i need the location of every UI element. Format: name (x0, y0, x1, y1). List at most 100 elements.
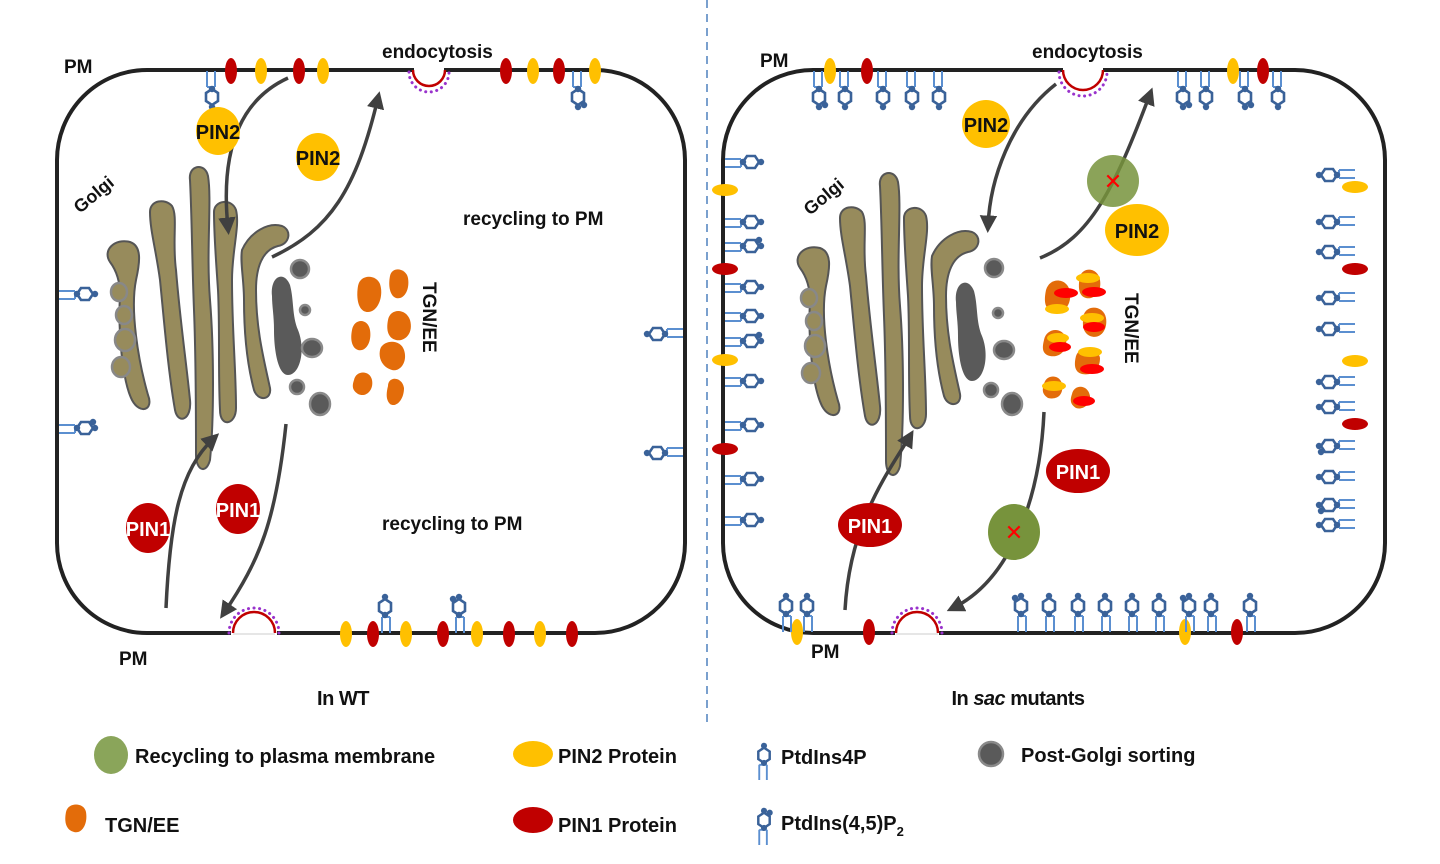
wt-recycling-pin2-label: recycling to PM (463, 209, 603, 230)
ptdins4p-lipid (723, 154, 766, 170)
sac-pin1-uptake-arrow (843, 429, 914, 611)
ptdins4p-lipid (723, 214, 766, 230)
legend-item-recycling: Recycling to plasma membrane (94, 736, 435, 774)
ptdins45p2-lipid (723, 330, 766, 349)
svg-text:PIN2: PIN2 (964, 115, 1008, 137)
wt-tgn-ee (351, 269, 411, 406)
svg-text:PIN1 Protein: PIN1 Protein (558, 815, 677, 837)
ptdins4p-lipid (1314, 399, 1357, 415)
panel-wild-type: PIN2 PIN2 PIN1 PIN1 PM PM endocytosis Go… (0, 0, 687, 710)
ptdins45p2-lipid (570, 69, 589, 112)
ptdins4p-lipid (642, 445, 685, 461)
ptdins4p-lipid (875, 69, 891, 112)
ptdins4p-lipid (723, 512, 766, 528)
pin2-protein (527, 58, 539, 84)
sac-golgi (796, 172, 980, 476)
ptdins45p2-lipid (1175, 69, 1194, 112)
sac-exocytosis-pit (890, 606, 944, 635)
ptdins4p-lipid (723, 279, 766, 295)
svg-text:PIN2: PIN2 (296, 148, 340, 170)
ptdins4p-lipid (904, 69, 920, 112)
svg-text:✕: ✕ (1005, 521, 1023, 546)
ptdins45p2-lipid (1010, 591, 1029, 634)
legend-item-pin1: PIN1 Protein (513, 807, 677, 837)
pin1-protein (293, 58, 305, 84)
ptdins4p-lipid (1151, 591, 1167, 634)
ptdins4p-lipid (642, 326, 685, 342)
pin2-protein (1342, 181, 1368, 193)
pin2-protein (712, 354, 738, 366)
ptdins45p2-lipid (1314, 497, 1357, 516)
ptdins4p-lipid (723, 417, 766, 433)
legend: Recycling to plasma membrane PIN2 Protei… (65, 736, 1195, 847)
wt-recycling-pin1-label: recycling to PM (382, 514, 522, 535)
pin1-protein (1231, 619, 1243, 645)
ptdins4p-lipid (377, 592, 393, 635)
svg-text:PIN2: PIN2 (196, 122, 240, 144)
svg-text:PIN2 Protein: PIN2 Protein (558, 746, 677, 768)
sac-pin2-bubble-out: PIN2 (1105, 204, 1169, 256)
wt-pm-top-label: PM (64, 57, 93, 78)
legend-item-ptdins4p: PtdIns4P (757, 741, 867, 782)
pin1-protein (503, 621, 515, 647)
svg-text:Recycling to plasma membrane: Recycling to plasma membrane (135, 746, 435, 768)
sac-endocytosis-pit (1057, 69, 1109, 98)
sac-tgn-label: TGN/EE (1120, 293, 1141, 364)
sac-pin1-recycling-blocked-marker: ✕ (988, 504, 1040, 560)
pin1-protein (712, 443, 738, 455)
ptdins4p-lipid (931, 69, 947, 112)
pin1-protein (1342, 263, 1368, 275)
sac-pm-top-label: PM (760, 51, 789, 72)
svg-text:TGN/EE: TGN/EE (105, 815, 179, 837)
wt-endocytosis-arrow (218, 76, 289, 235)
pin2-protein (255, 58, 267, 84)
sac-endocytosis-label: endocytosis (1032, 42, 1143, 63)
wt-pin1-recycling-arrow (220, 423, 288, 619)
pin1-protein (712, 263, 738, 275)
wt-endocytosis-label: endocytosis (382, 42, 493, 63)
pin2-protein (317, 58, 329, 84)
svg-text:PIN1: PIN1 (126, 519, 170, 541)
ptdins45p2-lipid (57, 417, 100, 436)
svg-text:PIN2: PIN2 (1115, 221, 1159, 243)
sac-tgn-ee (1042, 269, 1107, 409)
ptdins45p2-lipid (723, 235, 766, 254)
legend-item-ptdins45p2: PtdIns(4,5)P2 (757, 806, 904, 847)
svg-text:PtdIns(4,5)P2: PtdIns(4,5)P2 (781, 813, 904, 839)
wt-pm-bottom-label: PM (119, 649, 148, 670)
ptdins4p-lipid (1314, 374, 1357, 390)
ptdins4p-lipid (799, 591, 815, 634)
sac-post-golgi-vesicles (955, 257, 1024, 417)
sac-cell-membrane (721, 68, 1387, 635)
sac-panel-title: In sac mutants (951, 688, 1084, 710)
ptdins4p-lipid (1314, 290, 1357, 306)
wt-pin2-recycling-arrow (271, 91, 385, 259)
ptdins4p-lipid (1314, 517, 1357, 533)
pin1-protein (861, 58, 873, 84)
red-ellipse-icon (513, 807, 553, 833)
svg-text:Post-Golgi sorting: Post-Golgi sorting (1021, 745, 1195, 767)
pin2-protein (824, 58, 836, 84)
svg-text:PtdIns4P: PtdIns4P (781, 747, 867, 769)
wt-pin1-bubble-out: PIN1 (216, 484, 260, 534)
ptdins4p-lipid (1041, 591, 1057, 634)
ptdins4p-lipid (837, 69, 853, 112)
ptdins45p2-lipid (1314, 438, 1357, 457)
wt-tgn-label: TGN/EE (418, 282, 439, 353)
panel-sac-mutant: ✕ ✕ PIN2 PIN2 PIN1 PIN1 PM PM endocytosi… (712, 42, 1387, 710)
wt-panel-title: In WT (317, 688, 369, 710)
ptdins4p-lipid (1203, 591, 1219, 634)
orange-blob-icon (65, 804, 87, 833)
pin1-protein (553, 58, 565, 84)
ptdins4p-lipid (1198, 69, 1214, 112)
wt-pin1-bubble-in: PIN1 (126, 503, 170, 553)
pin2-protein (471, 621, 483, 647)
gray-vesicle-icon (977, 740, 1005, 768)
pin2-protein (400, 621, 412, 647)
sac-pin1-bubble-out: PIN1 (1046, 449, 1110, 493)
wt-arrows (164, 76, 385, 619)
ptdins4p-lipid-icon (757, 741, 771, 782)
wt-golgi (106, 166, 290, 470)
wt-post-golgi-vesicles (271, 258, 332, 417)
ptdins4p-lipid (1314, 244, 1357, 260)
